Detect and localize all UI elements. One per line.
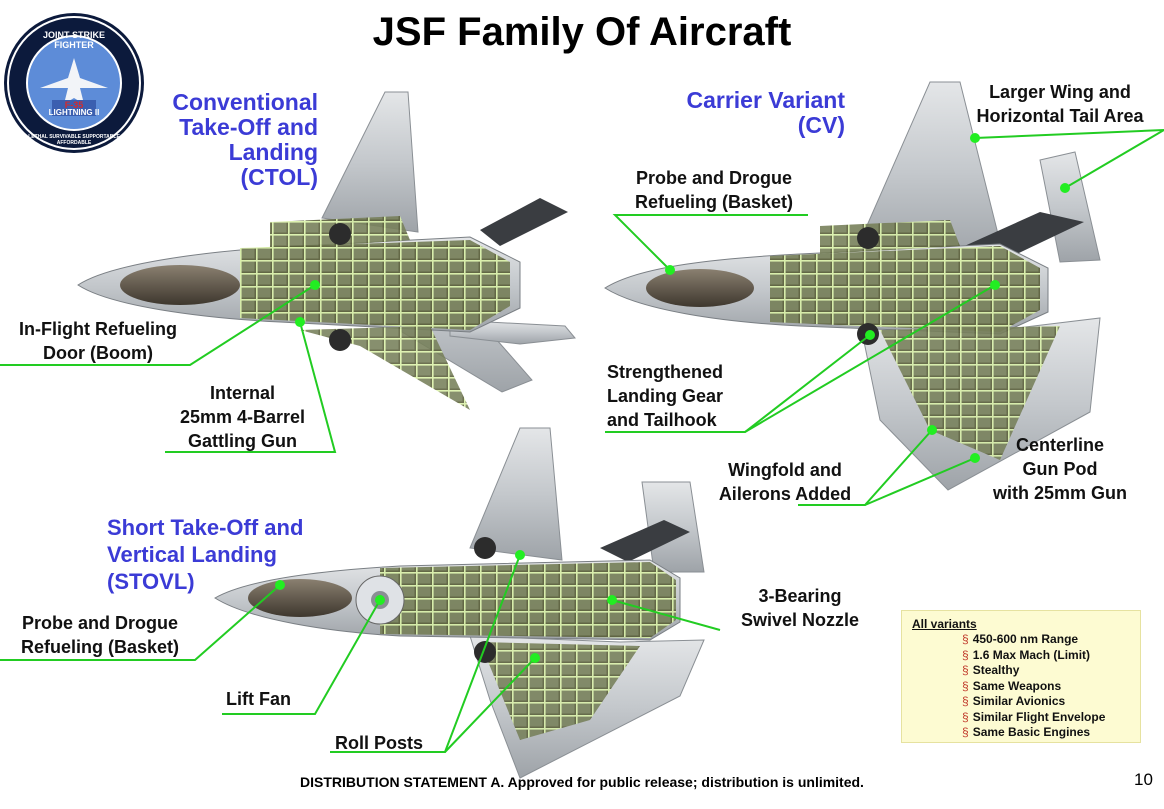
stovl-aircraft — [214, 427, 705, 779]
callout-landing-gear: Strengthened Landing Gear and Tailhook — [607, 360, 767, 432]
cv-line: Carrier Variant — [686, 87, 845, 113]
ctol-line: Landing — [228, 139, 318, 165]
callout-line: 25mm 4-Barrel — [179, 407, 306, 427]
ctol-line: Take-Off and — [179, 114, 318, 140]
jsf-logo — [4, 13, 144, 153]
cv-aircraft — [604, 81, 1101, 491]
stovl-line: Vertical Landing — [107, 542, 277, 567]
callout-swivel-nozzle: 3-Bearing Swivel Nozzle — [722, 584, 878, 632]
callout-line: Centerline — [1015, 435, 1105, 455]
list-item-text: 450-600 nm Range — [972, 632, 1079, 646]
list-item-text: Same Weapons — [972, 678, 1062, 693]
list-item: §Same Basic Engines — [962, 725, 1130, 741]
section-bullet-icon: § — [962, 725, 969, 739]
list-item: §450-600 nm Range — [962, 632, 1130, 648]
section-bullet-icon: § — [962, 663, 969, 677]
section-bullet-icon: § — [962, 632, 969, 646]
section-bullet-icon: § — [962, 709, 969, 724]
stovl-label: Short Take-Off and Vertical Landing (STO… — [107, 514, 387, 595]
list-item: §Same Weapons — [962, 679, 1130, 695]
ctol-line: (CTOL) — [240, 164, 318, 190]
callout-inflight-refueling: In-Flight Refueling Door (Boom) — [2, 317, 194, 365]
leader-lines — [0, 129, 1164, 753]
callout-line: with 25mm Gun — [992, 483, 1127, 503]
ctol-line: Conventional — [172, 89, 318, 115]
callout-line: Refueling (Basket) — [634, 192, 794, 212]
callout-line: Ailerons Added — [718, 484, 852, 504]
callout-line: Probe and Drogue — [635, 168, 792, 188]
all-variants-header: All variants — [912, 617, 977, 631]
list-item: §Similar Flight Envelope — [962, 710, 1130, 726]
callout-cv-probe: Probe and Drogue Refueling (Basket) — [612, 166, 816, 214]
ctol-aircraft — [77, 91, 576, 410]
logo-ring-top: JOINT STRIKE FIGHTER — [42, 30, 105, 50]
callout-line: Wingfold and — [728, 460, 842, 480]
logo-name: LIGHTNING II — [48, 108, 100, 117]
callout-internal-gun: Internal 25mm 4-Barrel Gattling Gun — [160, 381, 325, 453]
list-item: §Similar Avionics — [962, 694, 1130, 710]
callout-roll-posts: Roll Posts — [335, 733, 424, 753]
list-item: §1.6 Max Mach (Limit) — [962, 648, 1130, 664]
stovl-line: Short Take-Off and — [107, 515, 304, 540]
page-title: JSF Family Of Aircraft — [372, 10, 792, 54]
list-item-text: Same Basic Engines — [972, 725, 1091, 739]
stovl-line: (STOVL) — [107, 569, 195, 594]
callout-line: Internal — [209, 383, 275, 403]
list-item: §Stealthy — [962, 663, 1130, 679]
callout-line: Landing Gear — [607, 386, 724, 406]
callout-lift-fan: Lift Fan — [226, 689, 291, 709]
callout-line: 3-Bearing — [758, 586, 842, 606]
callout-wingfold: Wingfold and Ailerons Added — [700, 458, 870, 506]
callout-line: Probe and Drogue — [21, 613, 178, 633]
callout-larger-wing: Larger Wing and Horizontal Tail Area — [956, 80, 1164, 128]
list-item-text: 1.6 Max Mach (Limit) — [972, 647, 1091, 662]
callout-line: Strengthened — [607, 362, 724, 382]
section-bullet-icon: § — [962, 647, 969, 662]
callout-gun-pod: Centerline Gun Pod with 25mm Gun — [975, 433, 1145, 505]
jet-silhouette-icon — [40, 58, 108, 104]
callout-line: In-Flight Refueling — [19, 319, 177, 339]
callout-line: Swivel Nozzle — [740, 610, 860, 630]
callout-line: Gun Pod — [1022, 459, 1098, 479]
ctol-label: Conventional Take-Off and Landing (CTOL) — [130, 90, 318, 190]
list-item-text: Stealthy — [972, 663, 1020, 677]
distribution-statement: DISTRIBUTION STATEMENT A. Approved for p… — [300, 774, 864, 790]
logo-ring-bottom: LETHAL SURVIVABLE SUPPORTABLE AFFORDABLE — [28, 134, 120, 146]
all-variants-list: §450-600 nm Range §1.6 Max Mach (Limit) … — [912, 632, 1130, 741]
logo-model: F-35 — [64, 100, 84, 110]
section-bullet-icon: § — [962, 678, 969, 693]
callout-line: Refueling (Basket) — [20, 637, 180, 657]
callout-line: Larger Wing and — [989, 82, 1131, 102]
cv-label: Carrier Variant (CV) — [640, 88, 845, 138]
callout-line: Gattling Gun — [188, 431, 297, 451]
section-bullet-icon: § — [962, 694, 969, 708]
page-number: 10 — [1134, 770, 1153, 789]
list-item-text: Similar Avionics — [972, 694, 1066, 708]
callout-line: Door (Boom) — [43, 343, 153, 363]
leader-dots — [275, 133, 1070, 663]
callout-line: Horizontal Tail Area — [976, 106, 1144, 126]
callout-stovl-probe: Probe and Drogue Refueling (Basket) — [0, 611, 200, 659]
all-variants-box: All variants §450-600 nm Range §1.6 Max … — [901, 610, 1141, 743]
callout-line: and Tailhook — [607, 410, 717, 430]
cv-line: (CV) — [797, 112, 845, 138]
list-item-text: Similar Flight Envelope — [972, 709, 1106, 724]
